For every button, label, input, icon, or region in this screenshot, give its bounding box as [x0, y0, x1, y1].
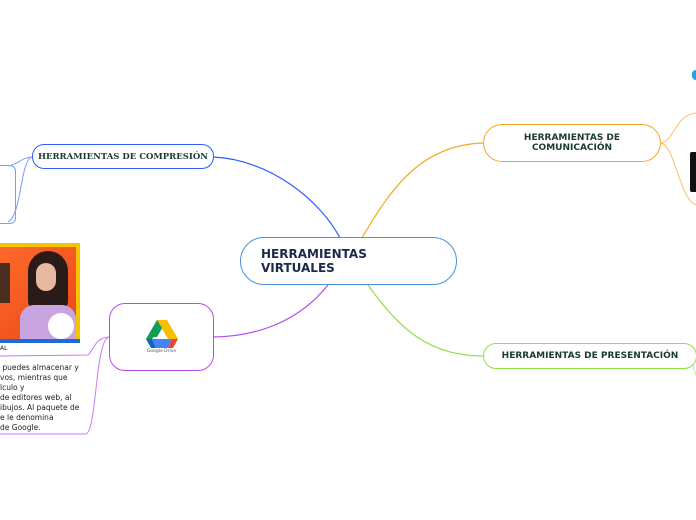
branch-label: HERRAMIENTAS DE COMUNICACIÓN — [523, 133, 621, 153]
partial-icon-right — [692, 70, 696, 80]
branch-comunicacion[interactable]: HERRAMIENTAS DE COMUNICACIÓN — [483, 124, 661, 162]
image-caption: AL — [0, 345, 8, 352]
central-title: HERRAMIENTAS VIRTUALES — [261, 247, 367, 275]
description-text: puedes almacenar y vos, mientras que lcu… — [0, 363, 80, 432]
branch-compresion[interactable]: HERRAMIENTAS DE COMPRESIÓN — [32, 144, 214, 169]
partial-image-right — [690, 152, 696, 192]
branch-presentacion[interactable]: HERRAMIENTAS DE PRESENTACIÓN — [483, 343, 696, 369]
google-drive-node[interactable]: Google Drive — [109, 303, 214, 371]
partial-node-left[interactable] — [0, 165, 16, 224]
central-topic[interactable]: HERRAMIENTAS VIRTUALES — [240, 237, 457, 285]
branch-label: HERRAMIENTAS DE PRESENTACIÓN — [501, 351, 679, 361]
google-drive-label: Google Drive — [146, 349, 177, 354]
google-drive-icon — [145, 320, 178, 348]
branch-label: HERRAMIENTAS DE COMPRESIÓN — [37, 151, 209, 162]
thumbnail-image — [0, 243, 80, 343]
